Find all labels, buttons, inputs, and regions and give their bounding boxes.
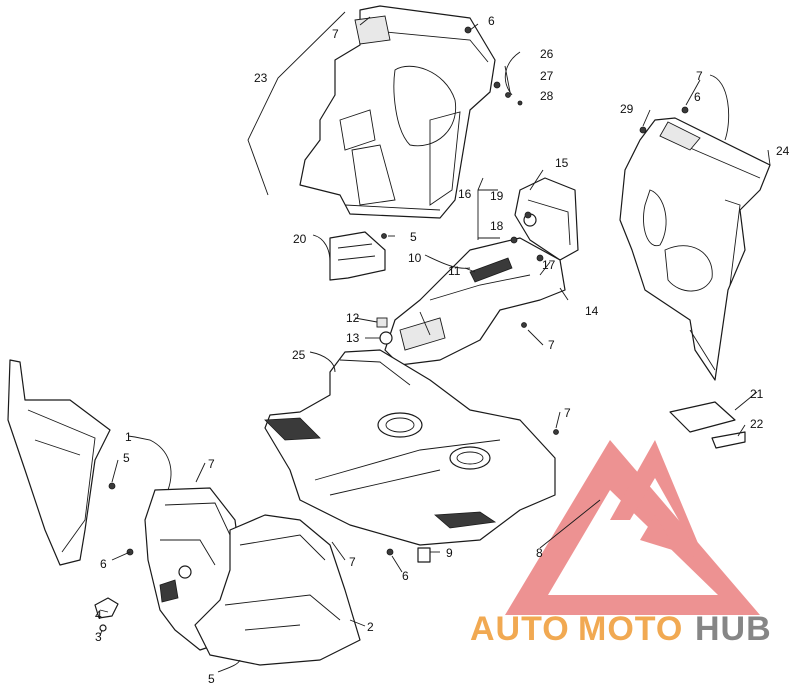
- callout-7: 7: [208, 457, 215, 471]
- callout-5: 5: [208, 672, 215, 686]
- part-24-right-dash-panel: [619, 117, 771, 381]
- callout-14: 14: [585, 304, 599, 318]
- watermark-triangle-outer: [505, 440, 760, 615]
- part-20-plate: [329, 231, 386, 281]
- callout-10: 10: [408, 251, 422, 265]
- part-12-13-fasteners: [376, 317, 393, 345]
- callout-12: 12: [346, 311, 360, 325]
- callout-27: 27: [540, 69, 554, 83]
- callout-25: 25: [292, 348, 306, 362]
- callout-7: 7: [696, 69, 703, 83]
- watermark-moto: MOTO: [578, 610, 683, 648]
- part-25-floor-pan: [264, 349, 556, 546]
- callout-7: 7: [564, 406, 571, 420]
- callout-28: 28: [540, 89, 554, 103]
- callout-6: 6: [488, 14, 495, 28]
- callout-18: 18: [490, 219, 504, 233]
- callout-labels: 7 6 23 26 27 28 7 6 29 24 15 16 19 18 20…: [95, 14, 790, 686]
- part-15-bracket: [514, 177, 579, 261]
- part-9-plate: [417, 547, 431, 563]
- callout-24: 24: [776, 144, 790, 158]
- callout-1: 1: [125, 430, 132, 444]
- callout-7: 7: [332, 27, 339, 41]
- callout-3: 3: [95, 630, 102, 644]
- callout-11: 11: [448, 264, 461, 278]
- callout-6: 6: [402, 569, 409, 583]
- callout-5: 5: [123, 451, 130, 465]
- watermark-text: AUTO MOTO HUB: [470, 610, 772, 648]
- leader-lines: [99, 11, 771, 673]
- watermark-logo: [505, 440, 760, 615]
- callout-13: 13: [346, 331, 360, 345]
- watermark-hub: HUB: [695, 610, 772, 648]
- callout-5: 5: [410, 230, 417, 244]
- callout-15: 15: [555, 156, 569, 170]
- watermark-triangle-inner: [610, 440, 705, 560]
- part-23-upper-dash-panel: [299, 5, 496, 219]
- callout-7: 7: [548, 338, 555, 352]
- callout-20: 20: [293, 232, 307, 246]
- callout-6: 6: [694, 90, 701, 104]
- callout-9: 9: [446, 546, 453, 560]
- callout-19: 19: [490, 189, 504, 203]
- callout-23: 23: [254, 71, 268, 85]
- callout-4: 4: [95, 608, 102, 622]
- callout-17: 17: [542, 258, 556, 272]
- part-22-strap: [711, 431, 746, 449]
- callout-7: 7: [349, 555, 356, 569]
- callout-2: 2: [367, 620, 374, 634]
- callout-8: 8: [536, 546, 543, 560]
- callout-21: 21: [750, 387, 764, 401]
- callout-26: 26: [540, 47, 554, 61]
- callout-22: 22: [750, 417, 764, 431]
- callout-16: 16: [458, 187, 472, 201]
- part-4-round-cover: [94, 597, 119, 632]
- callout-6: 6: [100, 557, 107, 571]
- callout-29: 29: [620, 102, 634, 116]
- part-2-front-right-shroud: [194, 514, 361, 666]
- fastener-dots: [108, 26, 689, 556]
- part-10-center-console: [384, 237, 566, 366]
- part-21-decal: [669, 401, 736, 433]
- part-1-left-side-panel: [7, 359, 111, 566]
- watermark-auto: AUTO: [470, 610, 570, 648]
